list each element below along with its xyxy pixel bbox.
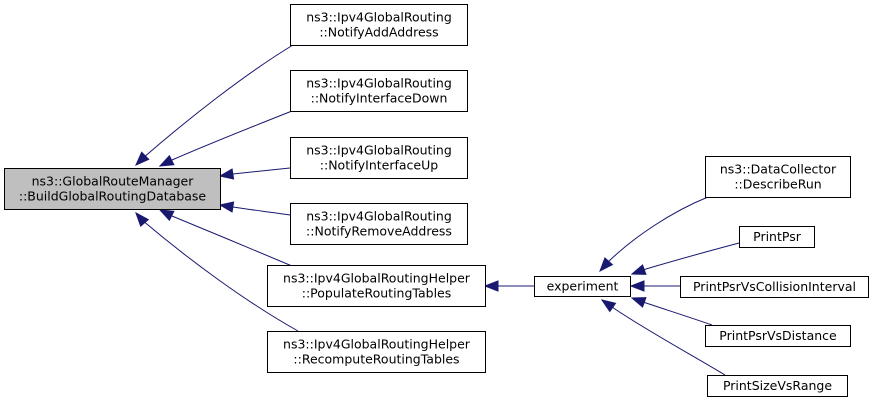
arrow-head [218,168,235,180]
node-label-line: ::DescribeRun [734,177,821,192]
edge-n1-n0 [135,44,294,166]
node-box[interactable] [680,276,869,298]
edge-line [232,167,291,175]
edge-line [141,219,299,332]
node-label-line: ::NotifyInterfaceUp [320,158,438,173]
edges-layer [135,44,740,376]
arrow-head [629,280,645,292]
graph-node-n7[interactable]: experiment [534,276,631,297]
node-label-line: ns3::Ipv4GlobalRoutingHelper [283,337,471,352]
edge-n7-n5 [483,280,534,292]
node-label-line: ns3::Ipv4GlobalRouting [306,209,452,224]
arrow-head [158,154,175,167]
edge-n4-n0 [218,201,291,216]
arrow-head [599,257,614,273]
node-label-line: ns3::DataCollector [720,162,837,177]
graph-node-n1[interactable]: ns3::Ipv4GlobalRouting::NotifyAddAddress [290,4,468,46]
edge-n12-n7 [600,299,726,376]
node-box[interactable] [739,226,815,248]
node-label-line: ns3::Ipv4GlobalRoutingHelper [283,271,471,286]
node-box[interactable] [267,331,486,373]
arrow-head [135,151,150,166]
arrow-head [135,211,150,227]
node-label-line: PrintPsrVsDistance [719,328,837,343]
node-box[interactable] [290,70,468,112]
node-box[interactable] [705,156,851,198]
node-label-line: ::NotifyInterfaceDown [311,91,448,106]
graph-node-n3[interactable]: ns3::Ipv4GlobalRouting::NotifyInterfaceU… [290,137,468,179]
edge-n6-n0 [135,211,299,332]
graph-node-n8[interactable]: ns3::DataCollector::DescribeRun [705,156,851,198]
arrow-head [600,299,617,313]
arrow-head [630,264,647,275]
graph-node-n12[interactable]: PrintSizeVsRange [707,375,848,397]
node-label-line: ::BuildGlobalRoutingDatabase [19,189,207,204]
node-box[interactable] [290,137,468,179]
graph-node-n0[interactable]: ns3::GlobalRouteManager::BuildGlobalRout… [4,168,221,210]
edge-line [142,44,294,159]
node-box[interactable] [290,203,468,245]
arrow-head [630,297,647,308]
node-label-line: experiment [547,279,619,294]
edge-line [607,196,709,263]
graph-node-n4[interactable]: ns3::Ipv4GlobalRouting::NotifyRemoveAddr… [290,203,468,245]
graph-node-n2[interactable]: ns3::Ipv4GlobalRouting::NotifyInterfaceD… [290,70,468,112]
edge-n11-n7 [630,297,713,326]
arrow-head [158,209,175,222]
node-label-line: PrintPsrVsCollisionInterval [693,279,856,294]
nodes-layer: ns3::GlobalRouteManager::BuildGlobalRout… [4,4,869,397]
graph-node-n5[interactable]: ns3::Ipv4GlobalRoutingHelper::PopulateRo… [267,265,486,307]
graph-node-n9[interactable]: PrintPsr [739,226,815,248]
graph-node-n10[interactable]: PrintPsrVsCollisionInterval [680,276,869,298]
node-label-line: ns3::GlobalRouteManager [32,174,195,189]
edge-n9-n7 [630,242,740,275]
edge-n3-n0 [218,167,291,180]
graph-node-n6[interactable]: ns3::Ipv4GlobalRoutingHelper::RecomputeR… [267,331,486,373]
graph-node-n11[interactable]: PrintPsrVsDistance [705,325,851,347]
node-label-line: ::PopulateRoutingTables [302,286,452,301]
arrow-head [218,201,235,213]
edge-line [171,110,293,161]
node-label-line: ::NotifyRemoveAddress [306,224,452,239]
node-label-line: ns3::Ipv4GlobalRouting [306,10,452,25]
edge-line [611,306,726,376]
node-box[interactable] [534,276,631,297]
edge-line [645,242,740,270]
node-label-line: ns3::Ipv4GlobalRouting [306,76,452,91]
node-box[interactable] [267,265,486,307]
node-box[interactable] [290,4,468,46]
node-box[interactable] [707,375,848,397]
edge-line [171,215,293,267]
node-label-line: ns3::Ipv4GlobalRouting [306,143,452,158]
edge-line [645,302,713,326]
arrow-head [483,280,499,292]
edge-n5-n0 [158,209,293,267]
edge-n10-n7 [629,280,680,292]
node-label-line: ::NotifyAddAddress [319,25,438,40]
edge-n2-n0 [158,110,293,167]
root-node-box[interactable] [4,168,221,210]
edge-line [232,206,291,216]
node-label-line: ::RecomputeRoutingTables [293,352,459,367]
node-box[interactable] [705,325,851,347]
node-label-line: PrintPsr [753,229,802,244]
node-label-line: PrintSizeVsRange [723,378,832,393]
edge-n8-n7 [599,196,709,273]
